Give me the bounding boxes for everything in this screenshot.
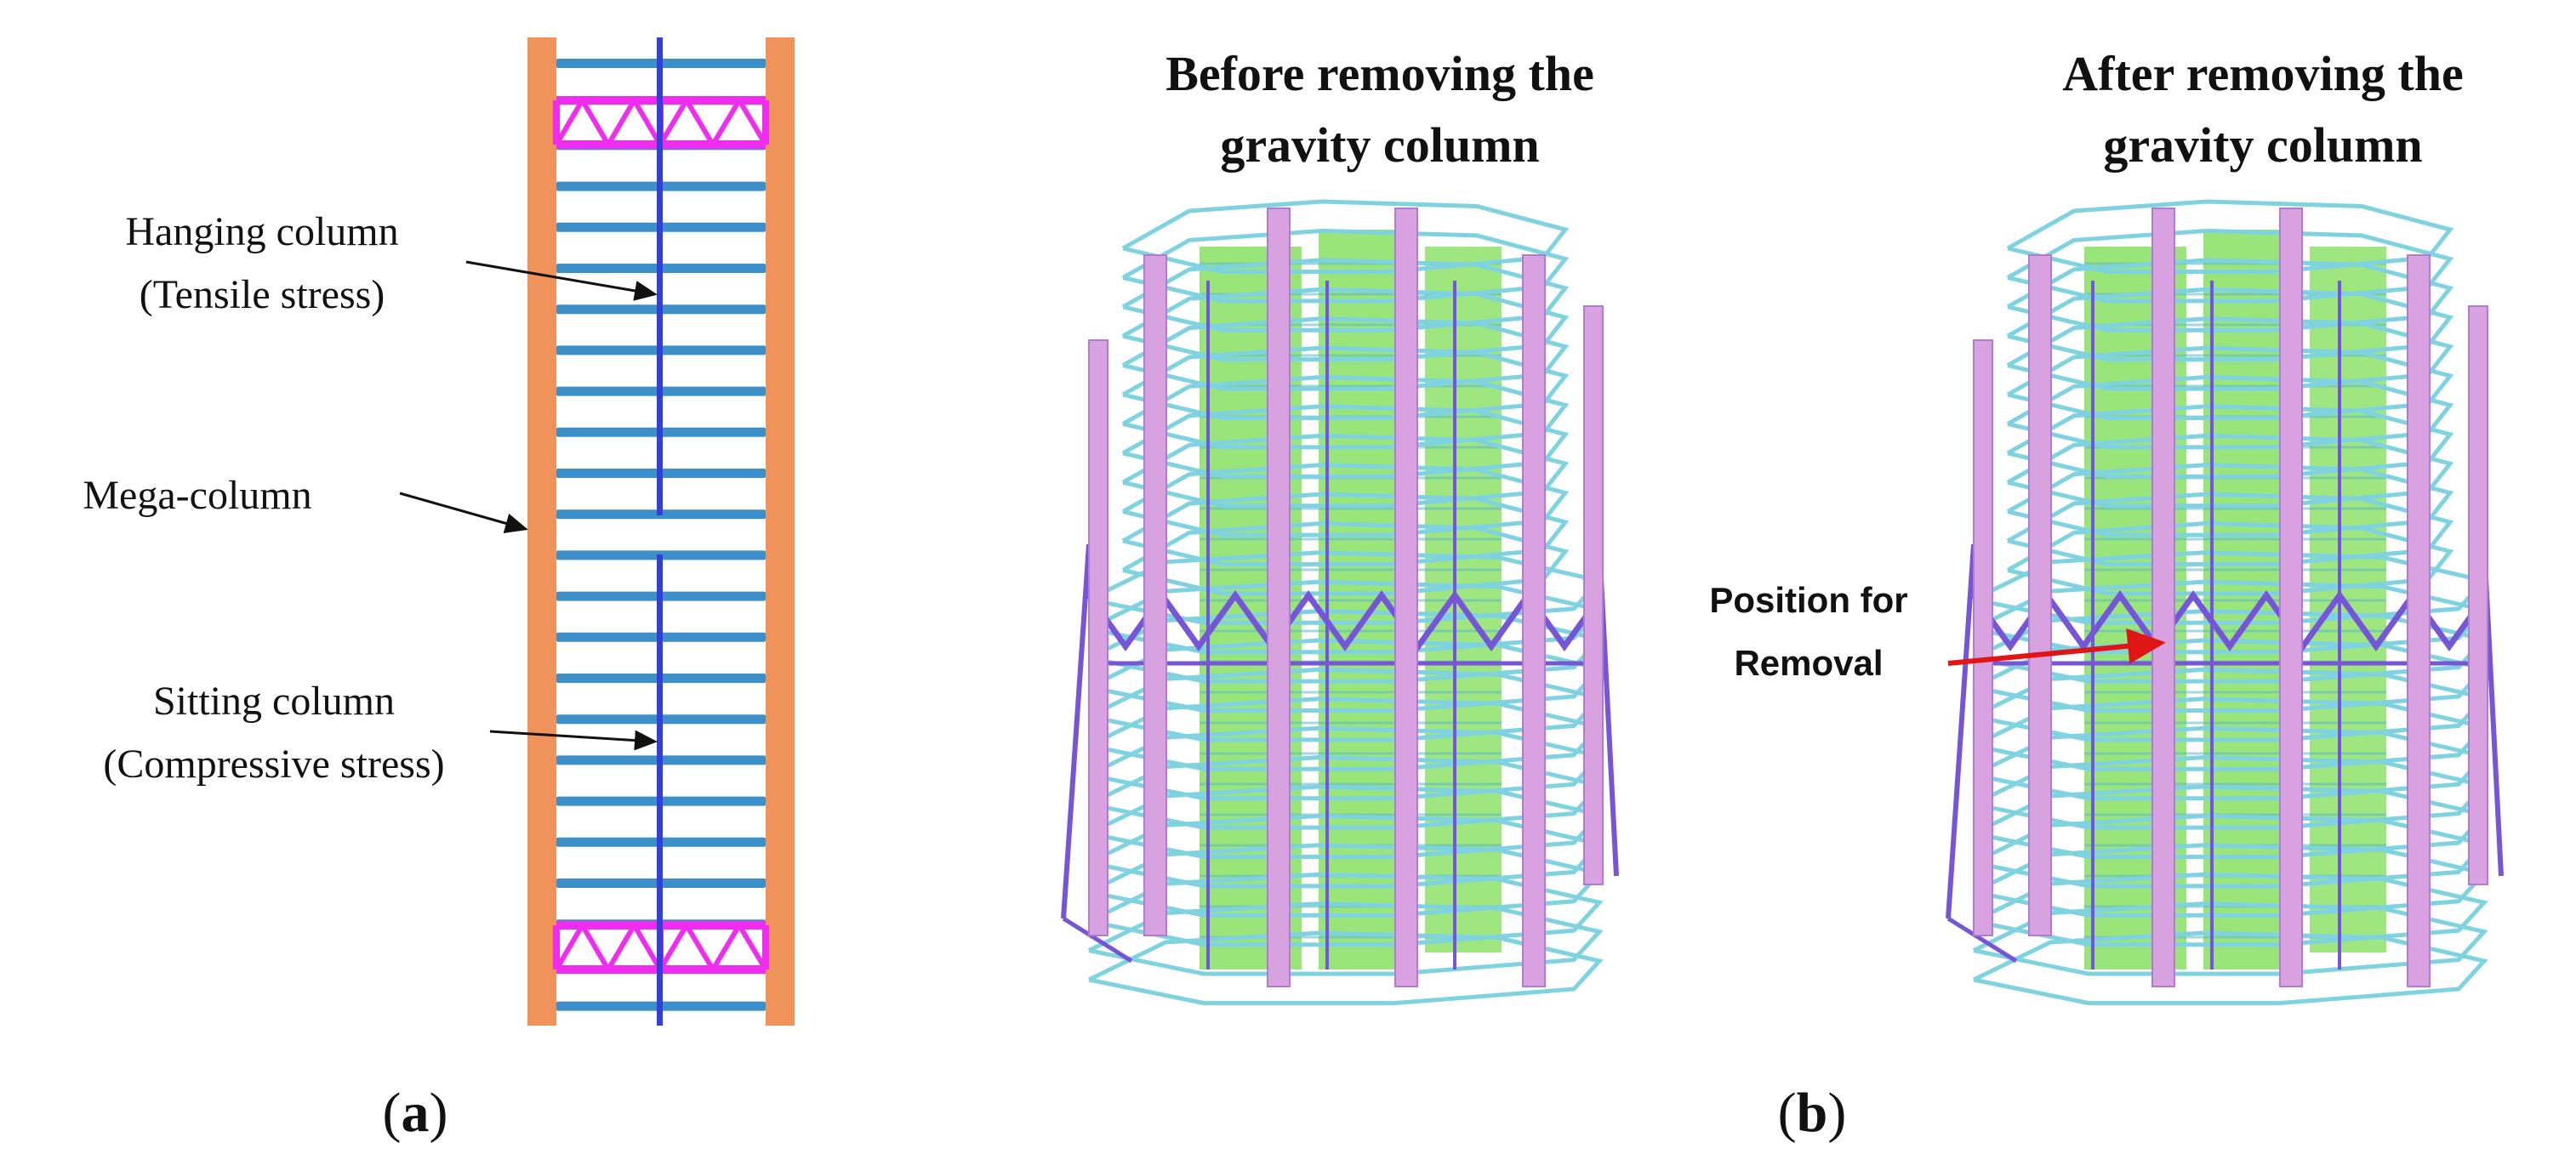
removal-label-line2: Removal [1734, 643, 1883, 683]
outrigger-truss [1086, 589, 1604, 652]
floor-ring [1087, 930, 1604, 1005]
mega-column [1522, 254, 1546, 987]
truss-vertical [553, 925, 560, 970]
sitting-column [657, 554, 663, 1026]
mega-column [2028, 254, 2052, 936]
mega-column [2151, 208, 2175, 987]
before-title-line1: Before removing the [1165, 46, 1594, 101]
tower-model-after-removal [1946, 199, 2504, 1005]
before-title-line2: gravity column [1220, 117, 1539, 173]
mega-column [1394, 208, 1418, 987]
outer-base [1946, 916, 2018, 964]
after-title-line1: After removing the [2062, 46, 2463, 101]
elevation-diagram [527, 37, 795, 1026]
mega-column [1143, 254, 1167, 936]
mega-column [1583, 305, 1604, 885]
removal-label-line1: Position for [1709, 580, 1907, 620]
mega-column [2279, 208, 2303, 987]
truss-diagonal [710, 924, 742, 971]
outer-base [1062, 916, 1133, 964]
removal-arrow [1947, 628, 2166, 666]
sitting-column-label: Sitting column [153, 679, 395, 724]
sitting-column-arrow [489, 730, 658, 751]
truss-diagonal [658, 99, 689, 146]
truss-diagonal [737, 99, 768, 146]
mega-column-arrow [399, 492, 528, 533]
truss-diagonal [579, 99, 611, 146]
compressive-stress-label: (Compressive stress) [103, 742, 444, 787]
floor-ring [1972, 930, 2488, 1005]
outrigger-truss [1971, 589, 2488, 652]
hanging-column-label: Hanging column [125, 209, 398, 254]
truss-diagonal [710, 99, 742, 146]
truss-diagonal [554, 924, 585, 971]
mega-column-right [766, 37, 795, 1026]
tower-model-before-removal [1061, 199, 1619, 1005]
truss-diagonal [631, 924, 663, 971]
hanging-column-arrow [465, 260, 658, 301]
truss-diagonal [554, 99, 585, 146]
mega-column [1267, 208, 1291, 987]
mega-column [2468, 305, 2488, 885]
panel-label-a: (a) [383, 1082, 448, 1144]
tensile-stress-label: (Tensile stress) [140, 272, 385, 317]
truss-diagonal [684, 99, 715, 146]
mega-column-label: Mega-column [83, 473, 311, 518]
truss-diagonal [606, 99, 637, 146]
truss-diagonal [631, 99, 663, 146]
outer-column [1946, 543, 1976, 919]
after-title-line2: gravity column [2103, 117, 2422, 173]
truss-diagonal [579, 924, 611, 971]
truss-vertical [762, 100, 769, 145]
mega-column [1973, 339, 1993, 936]
truss-diagonal [658, 924, 689, 971]
mega-column-left [527, 37, 556, 1026]
mega-column [1088, 339, 1108, 936]
truss-diagonal [606, 924, 637, 971]
truss-vertical [762, 925, 769, 970]
outer-column [1061, 543, 1091, 919]
hanging-column [657, 37, 663, 515]
truss-diagonal [684, 924, 715, 971]
mega-column [2407, 254, 2431, 987]
panel-label-b: (b) [1778, 1082, 1847, 1144]
truss-diagonal [737, 924, 768, 971]
truss-vertical [553, 100, 560, 145]
